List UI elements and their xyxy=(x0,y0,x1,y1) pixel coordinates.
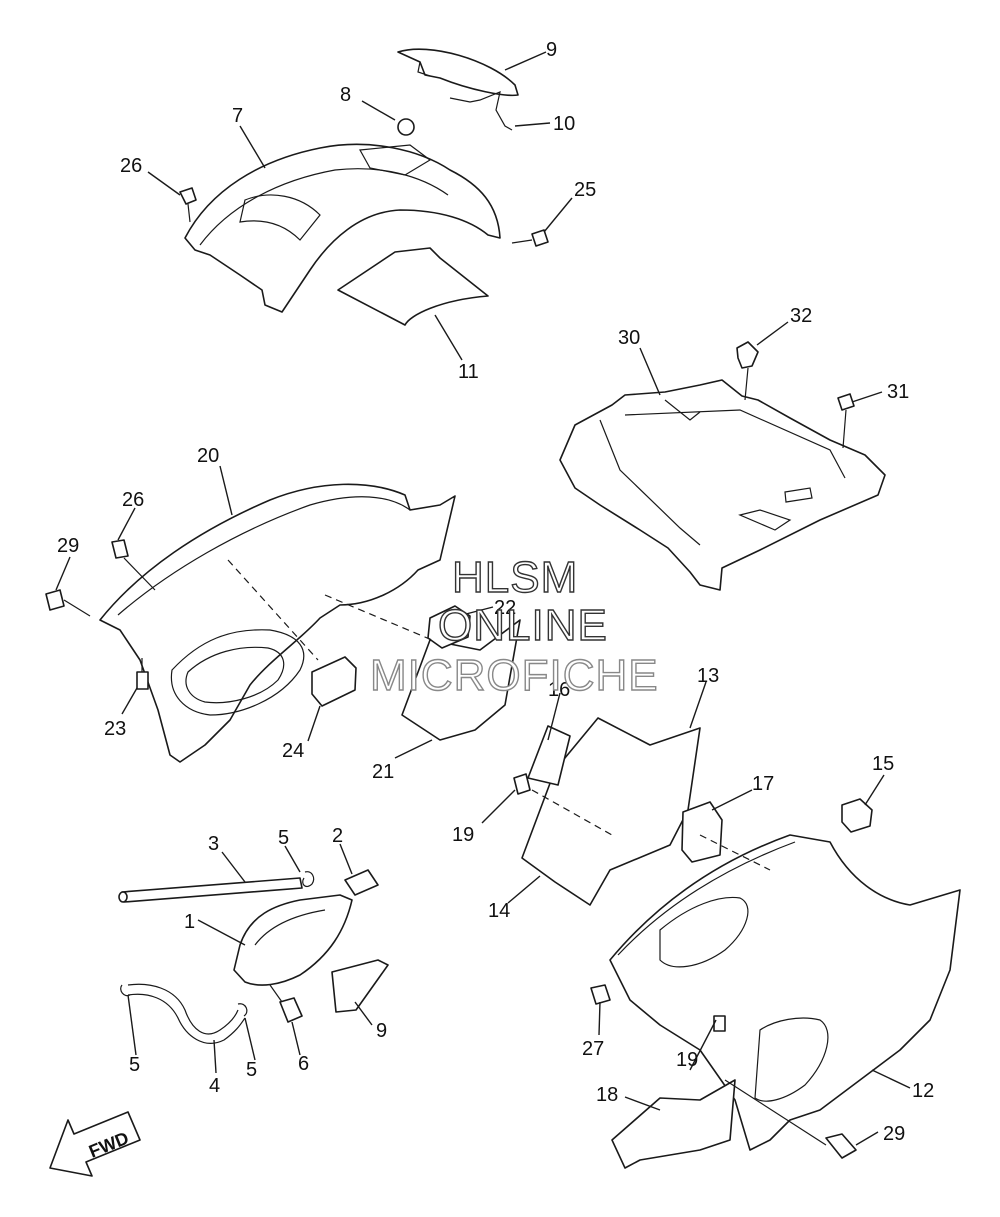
callout-16: 15 xyxy=(872,753,894,775)
callout-10: 9 xyxy=(546,39,557,61)
callout-25: 23 xyxy=(104,718,126,740)
watermark: HLSM ONLINE MICROFICHE xyxy=(369,552,659,700)
leader-lines xyxy=(55,51,911,1146)
part-1-reservoir xyxy=(233,894,353,986)
callout-9: 8 xyxy=(340,84,351,106)
rear-fender-assembly xyxy=(179,48,549,326)
callout-29-mid: 29 xyxy=(57,535,79,557)
callout-2: 2 xyxy=(332,825,343,847)
callout-14: 13 xyxy=(697,665,719,687)
part-7-bracket xyxy=(331,959,389,1013)
callout-18: 17 xyxy=(752,773,774,795)
right-side-cover-assembly xyxy=(513,717,961,1169)
part-9-grommet xyxy=(397,118,415,136)
callout-5-top: 5 xyxy=(278,827,289,849)
part-5-clip-left xyxy=(120,984,131,997)
callout-8: 7 xyxy=(232,105,243,127)
part-21-clip xyxy=(513,773,531,795)
part-26-pad xyxy=(311,656,357,707)
callout-27-mid: 26 xyxy=(122,489,144,511)
callout-13: 12 xyxy=(912,1080,934,1102)
callout-23: 21 xyxy=(372,761,394,783)
callout-5-right: 5 xyxy=(246,1059,257,1081)
part-29-bolt-bottom xyxy=(825,1133,857,1159)
part-11-bracket xyxy=(449,91,513,131)
callout-27-top: 25 xyxy=(574,179,596,201)
watermark-line-3: MICROFICHE xyxy=(370,651,659,700)
part-25-clip xyxy=(136,671,149,690)
part-17-pad xyxy=(527,725,571,786)
callout-3: 3 xyxy=(208,833,219,855)
part-19-flap xyxy=(611,1079,736,1169)
part-16-pad xyxy=(841,798,873,833)
part-20-clip xyxy=(713,1015,726,1032)
part-27-bolt-mid xyxy=(111,539,129,559)
part-2-cap xyxy=(344,869,379,896)
part-27-bolt-bottom xyxy=(590,984,611,1005)
callout-7: 9 xyxy=(376,1020,387,1042)
part-32-clip xyxy=(736,341,759,369)
part-12-mud-flap xyxy=(337,247,489,326)
callout-24: 22 xyxy=(494,597,516,619)
part-31-bolt xyxy=(837,393,855,411)
seat-frame-assembly xyxy=(559,341,886,591)
part-30-seat-frame xyxy=(559,379,886,591)
part-13-side-cover xyxy=(609,834,961,1151)
part-18-pad xyxy=(681,801,723,863)
part-4-hose xyxy=(127,983,239,1035)
fwd-arrow-icon xyxy=(49,1111,141,1177)
watermark-line-1: HLSM xyxy=(452,553,578,602)
part-6-bolt xyxy=(279,997,303,1023)
callout-26: 24 xyxy=(282,740,304,762)
callout-22: 20 xyxy=(197,445,219,467)
part-8-rear-fender xyxy=(184,143,501,313)
part-10-cover xyxy=(397,48,519,97)
callout-19: 18 xyxy=(596,1084,618,1106)
part-22-side-cover xyxy=(99,483,456,763)
reservoir-assembly xyxy=(118,869,389,1044)
watermark-line-2: ONLINE xyxy=(438,601,608,650)
callout-27-bottom: 27 xyxy=(582,1038,604,1060)
left-side-cover-assembly xyxy=(45,483,521,763)
part-29-bolt-mid xyxy=(45,589,65,611)
callout-5-left: 5 xyxy=(129,1054,140,1076)
callout-labels: 9 10 8 7 26 25 11 30 32 31 20 26 29 23 2… xyxy=(57,39,934,1145)
callout-32: 32 xyxy=(790,305,812,327)
part-28-bolt xyxy=(179,187,197,205)
part-3-rod xyxy=(121,877,303,903)
callout-17: 16 xyxy=(548,679,570,701)
part-27-bolt-top xyxy=(531,229,549,247)
callout-12: 11 xyxy=(458,361,479,383)
callout-21: 19 xyxy=(452,824,474,846)
callout-20: 19 xyxy=(676,1049,698,1071)
part-5-clip-top xyxy=(302,871,315,888)
callout-11: 10 xyxy=(553,113,575,135)
part-5-clip-right xyxy=(237,1003,248,1017)
callout-6: 6 xyxy=(298,1053,309,1075)
callout-28: 26 xyxy=(120,155,142,177)
callout-30: 30 xyxy=(618,327,640,349)
callout-15: 14 xyxy=(488,900,510,922)
callout-31: 31 xyxy=(887,381,909,403)
callout-29-bottom: 29 xyxy=(883,1123,905,1145)
fwd-arrow: FWD xyxy=(49,1111,141,1177)
callout-1: 1 xyxy=(184,911,195,933)
callout-4: 4 xyxy=(209,1075,220,1097)
